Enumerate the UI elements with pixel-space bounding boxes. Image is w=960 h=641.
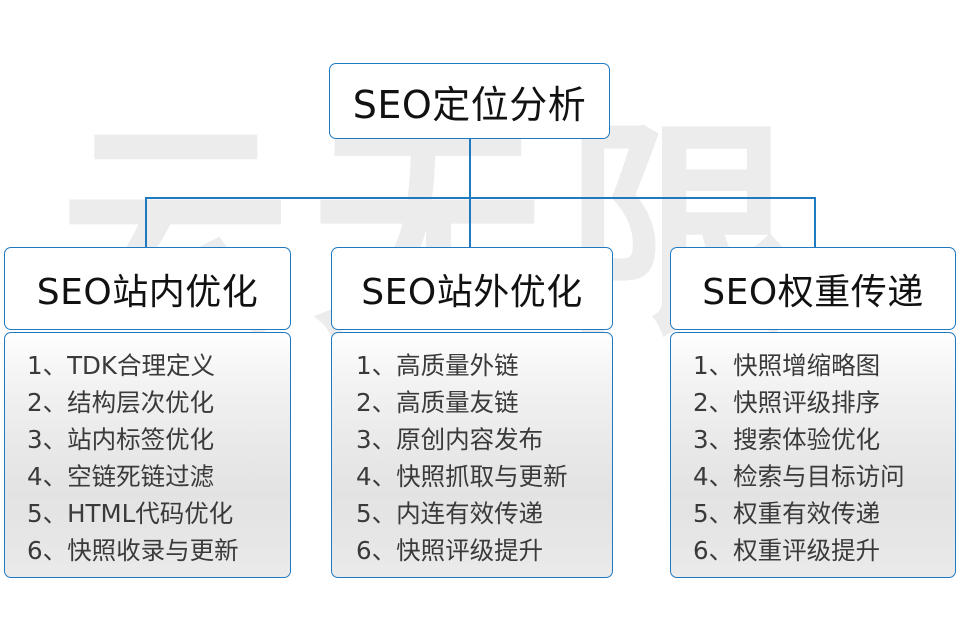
column-body-1: 1、高质量外链 2、高质量友链 3、原创内容发布 4、快照抓取与更新 5、内连有… (331, 332, 613, 578)
connector-drop-col-2 (814, 197, 816, 248)
list-item: 5、内连有效传递 (356, 499, 544, 528)
column-header-label-2: SEO权重传递 (702, 271, 924, 313)
item-list-0: 1、TDK合理定义 2、结构层次优化 3、站内标签优化 4、空链死链过滤 5、H… (5, 347, 290, 569)
column-header-1[interactable]: SEO站外优化 (331, 247, 613, 330)
column-body-0: 1、TDK合理定义 2、结构层次优化 3、站内标签优化 4、空链死链过滤 5、H… (4, 332, 291, 578)
item-list-1: 1、高质量外链 2、高质量友链 3、原创内容发布 4、快照抓取与更新 5、内连有… (332, 347, 612, 569)
connector-drop-col-0 (145, 197, 147, 248)
list-item: 2、结构层次优化 (27, 388, 215, 417)
column-body-2: 1、快照增缩略图 2、快照评级排序 3、搜索体验优化 4、检索与目标访问 5、权… (670, 332, 956, 578)
column-header-2[interactable]: SEO权重传递 (670, 247, 956, 330)
list-item: 5、HTML代码优化 (27, 499, 234, 528)
list-item: 6、快照评级提升 (356, 536, 544, 565)
list-item: 4、快照抓取与更新 (356, 462, 568, 491)
root-node-label: SEO定位分析 (352, 82, 587, 127)
list-item: 3、原创内容发布 (356, 425, 544, 454)
connector-drop-col-1 (469, 197, 471, 248)
root-node[interactable]: SEO定位分析 (329, 63, 610, 139)
list-item: 5、权重有效传递 (693, 499, 881, 528)
list-item: 1、TDK合理定义 (27, 351, 215, 380)
column-header-0[interactable]: SEO站内优化 (4, 247, 291, 330)
item-list-2: 1、快照增缩略图 2、快照评级排序 3、搜索体验优化 4、检索与目标访问 5、权… (671, 347, 955, 569)
list-item: 4、检索与目标访问 (693, 462, 905, 491)
list-item: 2、高质量友链 (356, 388, 519, 417)
list-item: 1、快照增缩略图 (693, 351, 881, 380)
list-item: 6、快照收录与更新 (27, 536, 239, 565)
list-item: 6、权重评级提升 (693, 536, 881, 565)
list-item: 4、空链死链过滤 (27, 462, 215, 491)
list-item: 2、快照评级排序 (693, 388, 881, 417)
list-item: 3、搜索体验优化 (693, 425, 881, 454)
column-header-label-1: SEO站外优化 (361, 271, 583, 313)
list-item: 1、高质量外链 (356, 351, 519, 380)
connector-horizontal-bus (145, 197, 816, 199)
list-item: 3、站内标签优化 (27, 425, 215, 454)
column-header-label-0: SEO站内优化 (36, 271, 259, 313)
connector-root-vertical (469, 139, 471, 199)
